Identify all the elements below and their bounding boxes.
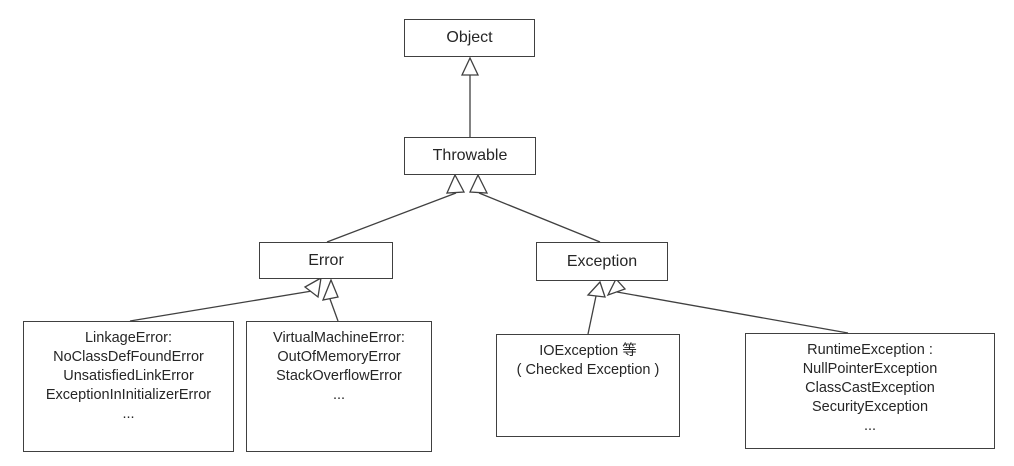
- node-vm-error-line: VirtualMachineError:: [273, 330, 405, 346]
- node-object: Object: [404, 19, 535, 57]
- node-exception-label: Exception: [566, 252, 638, 270]
- node-error-label: Error: [308, 251, 344, 269]
- inheritance-triangle-icon: [460, 56, 480, 76]
- node-vm-error-line: ...: [332, 387, 346, 403]
- node-linkage-error-line: LinkageError:: [84, 330, 173, 346]
- inheritance-triangle-icon: [469, 173, 489, 194]
- node-runtime-exception-line: ...: [863, 418, 877, 434]
- node-throwable-label: Throwable: [432, 147, 508, 164]
- inheritance-triangle-icon: [586, 280, 606, 298]
- inheritance-triangle-icon: [321, 278, 339, 301]
- node-object-label: Object: [446, 29, 493, 46]
- node-linkage-error-line: ExceptionInInitializerError: [45, 387, 212, 403]
- node-io-exception-line: IOException 等: [539, 343, 637, 359]
- node-error: Error: [259, 242, 393, 279]
- node-runtime-exception-line: NullPointerException: [802, 361, 938, 377]
- node-linkage-error-line: ...: [122, 406, 135, 422]
- edge-line: [616, 291, 849, 334]
- inheritance-triangle-icon: [445, 173, 466, 194]
- node-virtual-machine-error: VirtualMachineError: OutOfMemoryError St…: [246, 321, 432, 452]
- inheritance-triangle-icon: [303, 276, 322, 299]
- node-runtime-exception-line: RuntimeException :: [807, 342, 933, 358]
- node-exception: Exception: [536, 242, 668, 281]
- edge-line: [587, 295, 597, 335]
- edge-io-exception-to-exception: [586, 280, 606, 335]
- node-vm-error-line: StackOverflowError: [276, 368, 402, 384]
- edge-line: [326, 192, 457, 243]
- node-vm-error-line: OutOfMemoryError: [277, 349, 401, 365]
- node-io-exception-line: ( Checked Exception ): [516, 362, 660, 378]
- node-linkage-error-line: NoClassDefFoundError: [53, 349, 204, 365]
- edge-error-to-throwable: [326, 173, 466, 243]
- edge-line: [129, 290, 313, 322]
- node-throwable: Throwable: [404, 137, 536, 175]
- node-linkage-error: LinkageError: NoClassDefFoundError Unsat…: [23, 321, 234, 452]
- edge-runtime-exception-to-exception: [606, 277, 849, 334]
- edge-line: [478, 192, 601, 243]
- edge-linkage-error-to-error: [129, 276, 322, 322]
- node-io-exception: IOException 等 ( Checked Exception ): [496, 334, 680, 437]
- node-runtime-exception-line: SecurityException: [811, 399, 929, 415]
- node-linkage-error-line: UnsatisfiedLinkError: [63, 368, 194, 384]
- edge-line: [329, 298, 339, 322]
- node-runtime-exception-line: ClassCastException: [805, 380, 935, 396]
- edge-throwable-to-object: [460, 56, 480, 137]
- inheritance-triangle-icon: [606, 277, 627, 297]
- edge-vm-error-to-error: [321, 278, 339, 322]
- edge-exception-to-throwable: [469, 173, 601, 243]
- node-runtime-exception: RuntimeException : NullPointerException …: [745, 333, 995, 449]
